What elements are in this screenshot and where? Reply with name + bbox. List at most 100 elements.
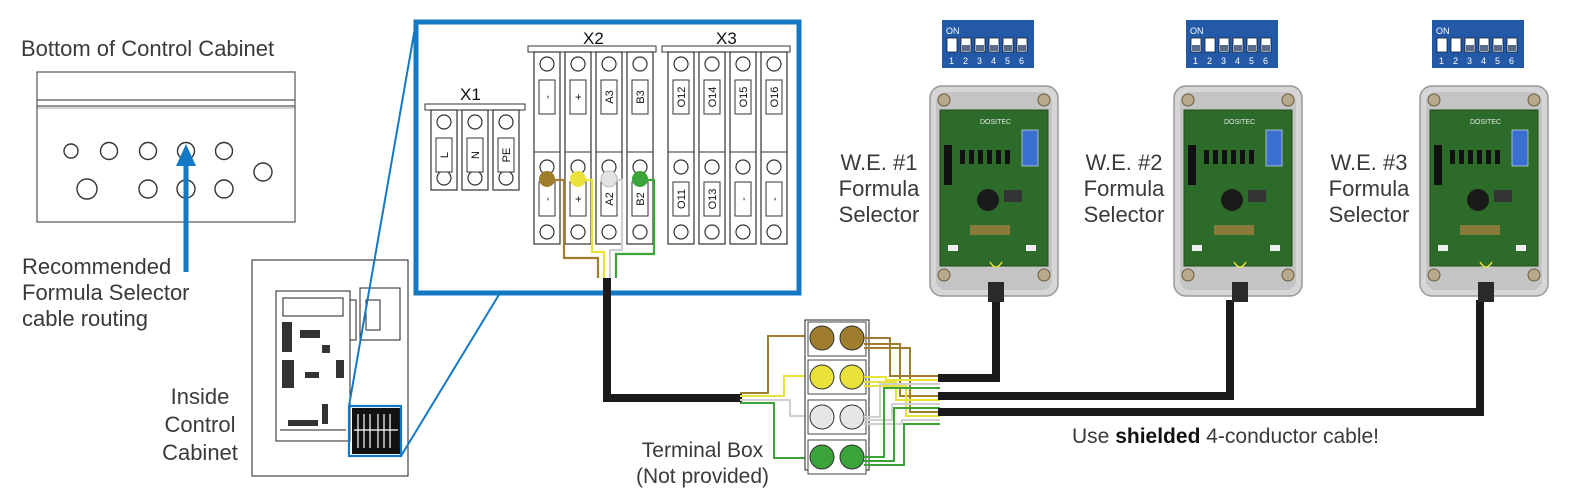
selector-1-line2: Formula xyxy=(838,176,920,201)
inside-cabinet-label: Inside Control Cabinet xyxy=(140,383,260,467)
selector-3-line2: Formula xyxy=(1328,176,1410,201)
dip-on-label-3: ON xyxy=(1436,26,1450,36)
bottom-cabinet-label: Bottom of Control Cabinet xyxy=(21,36,275,61)
x1-terminal-2: N xyxy=(461,109,489,191)
x2-terminal-3-label: A3 xyxy=(604,90,616,103)
x3-terminal-3: O15- xyxy=(729,51,757,245)
zoom-source-highlight xyxy=(347,404,403,458)
x2-terminal-2-lower-label: + xyxy=(573,196,585,202)
x2-terminal-2: ++ xyxy=(564,51,592,245)
selector-1-label: W.E. #1 Formula Selector xyxy=(832,150,926,228)
x3-terminal-2-label: O14 xyxy=(707,87,719,108)
x1-terminal-3: PE xyxy=(492,109,520,191)
selector-2-line2: Formula xyxy=(1083,176,1165,201)
dip-number-3-5: 5 xyxy=(1495,56,1500,66)
cable-note-prefix: Use xyxy=(1072,425,1110,448)
x3-terminal-4: O16- xyxy=(760,51,788,245)
inside-label-line1: Inside xyxy=(170,384,230,409)
zoom-callout-lines xyxy=(348,21,501,457)
pcb-dip-3 xyxy=(1511,129,1529,167)
dip-number-1-4: 4 xyxy=(991,56,996,66)
screw-2-3 xyxy=(1181,268,1195,282)
dip-number-1-3: 3 xyxy=(977,56,982,66)
terminal-box-line2: (Not provided) xyxy=(635,465,770,488)
dip-number-2-6: 6 xyxy=(1263,56,1268,66)
dip-number-2-5: 5 xyxy=(1249,56,1254,66)
selector-2-label: W.E. #2 Formula Selector xyxy=(1077,150,1171,228)
x3-terminal-2-lower-label: O13 xyxy=(707,189,719,210)
x3-terminal-4-label: O16 xyxy=(769,87,781,108)
inside-label-line2: Control xyxy=(164,412,236,437)
screw-3-1 xyxy=(1427,93,1441,107)
dip-number-1-1: 1 xyxy=(949,56,954,66)
cable-gland-2 xyxy=(1232,282,1248,302)
routing-label-line2: Formula Selector xyxy=(22,280,190,305)
screw-1-4 xyxy=(1037,268,1051,282)
inside-label-line3: Cabinet xyxy=(162,440,238,465)
x1-terminal-2-label: N xyxy=(470,151,482,159)
x3-terminal-3-lower-label: - xyxy=(738,197,750,201)
pcb-brand-1: DOSITEC xyxy=(980,119,1011,126)
cable-note-bold: shielded xyxy=(1115,425,1201,448)
selector-3-line3: Selector xyxy=(1328,202,1410,227)
pcb-brand-3: DOSITEC xyxy=(1470,119,1501,126)
selector-3-label: W.E. #3 Formula Selector xyxy=(1322,150,1416,228)
dip-number-2-2: 2 xyxy=(1207,56,1212,66)
cable-note-suffix: 4-conductor cable! xyxy=(1206,425,1380,448)
x1-header: X1 xyxy=(460,85,481,104)
selector-1-line3: Selector xyxy=(838,202,920,227)
dip-number-1-2: 2 xyxy=(963,56,968,66)
dip-on-label-1: ON xyxy=(946,26,960,36)
screw-2-2 xyxy=(1281,93,1295,107)
x2-terminal-1-label: - xyxy=(542,95,554,99)
selector-2-line3: Selector xyxy=(1083,202,1165,227)
x2-terminal-2-label: + xyxy=(573,94,585,100)
x3-terminal-1-lower-label: O11 xyxy=(676,189,688,209)
x3-header: X3 xyxy=(716,29,737,48)
pcb-brand-2: DOSITEC xyxy=(1224,119,1255,126)
x2-terminal-3-lower-label: A2 xyxy=(604,192,616,205)
selector-3-line1: W.E. #3 xyxy=(1330,150,1408,175)
x1-terminal-1: L xyxy=(430,109,458,191)
cable-gland-1 xyxy=(988,282,1004,302)
terminal-box-label: Terminal Box (Not provided) xyxy=(620,438,785,490)
selector-2-line1: W.E. #2 xyxy=(1085,150,1163,175)
dip-number-3-2: 2 xyxy=(1453,56,1458,66)
cable-entry-holes xyxy=(63,141,273,200)
controller-board-drawing xyxy=(275,287,401,454)
terminal-group-x1: X1 L N PE xyxy=(424,85,526,191)
dip-number-3-1: 1 xyxy=(1439,56,1444,66)
dip-number-3-3: 3 xyxy=(1467,56,1472,66)
routing-label-line3: cable routing xyxy=(22,306,148,331)
screw-1-2 xyxy=(1037,93,1051,107)
screw-2-1 xyxy=(1181,93,1195,107)
dip-on-label-2: ON xyxy=(1190,26,1204,36)
cable-to-box-wires xyxy=(740,335,812,459)
routing-label-line1: Recommended xyxy=(22,254,172,279)
terminal-box-line1: Terminal Box xyxy=(641,439,764,462)
screw-3-3 xyxy=(1427,268,1441,282)
screw-3-4 xyxy=(1527,268,1541,282)
routing-label: Recommended Formula Selector cable routi… xyxy=(22,254,212,332)
box-to-selector-wires xyxy=(864,337,940,466)
dip-number-2-4: 4 xyxy=(1235,56,1240,66)
cable-routing-arrow xyxy=(176,144,196,272)
terminal-box xyxy=(804,319,870,475)
x2-terminal-4-lower-label: B2 xyxy=(635,192,647,205)
pcb-dip-2 xyxy=(1265,129,1283,167)
x1-terminal-1-label: L xyxy=(439,152,451,158)
x2-terminal-1: -- xyxy=(533,51,561,245)
dip-number-2-3: 3 xyxy=(1221,56,1226,66)
